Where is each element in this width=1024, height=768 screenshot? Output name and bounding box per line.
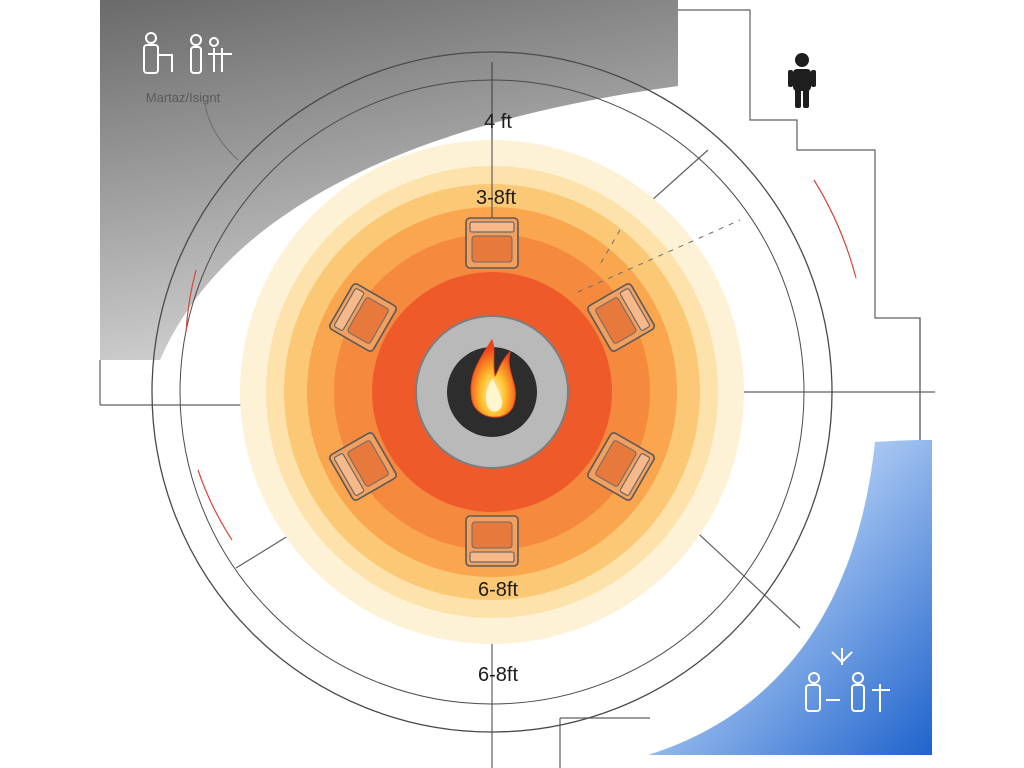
red-accent-arcs: [185, 179, 857, 541]
chair-top: [465, 217, 519, 269]
house-structure: [100, 0, 678, 360]
people-group-icon-bottom-right: [805, 648, 890, 712]
outer-boundary-circle: [151, 51, 833, 733]
chair-lower-right: [587, 432, 656, 501]
chair-upper-right: [587, 283, 656, 352]
person-icon: [788, 53, 816, 108]
chairs-group: [328, 217, 656, 567]
label-outer-top: 4 ft: [484, 111, 512, 133]
pool-area: [648, 440, 932, 755]
people-group-icon-top-left: [143, 32, 232, 74]
guide-dashes: [577, 219, 741, 293]
label-corner-area: Martaz/Isignt: [146, 90, 221, 105]
label-mid-top: 3-8ft: [476, 187, 516, 209]
corner-leader-line: [204, 104, 239, 161]
fire-icon: [470, 338, 516, 418]
fire-pit: [415, 315, 569, 469]
chair-bottom: [465, 515, 519, 567]
chair-upper-left: [328, 283, 397, 352]
label-inner-bottom: 6-8ft: [478, 579, 518, 601]
label-outer-bottom: 6-8ft: [478, 664, 518, 686]
chair-lower-left: [328, 432, 397, 501]
